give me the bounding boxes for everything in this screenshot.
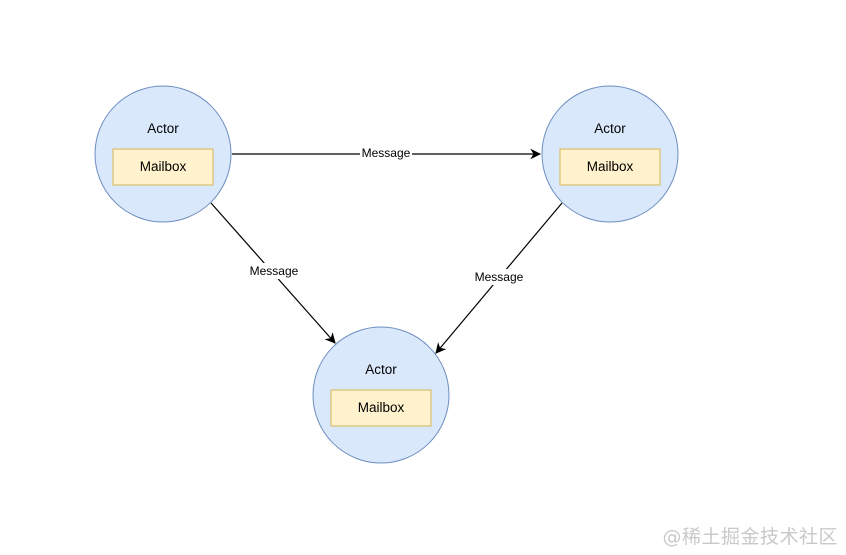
actor-node-bottom: Actor Mailbox xyxy=(312,326,450,464)
mailbox-box xyxy=(330,389,432,427)
watermark: @稀土掘金技术社区 xyxy=(662,526,838,548)
mailbox-label: Mailbox xyxy=(358,400,405,415)
mailbox-label: Mailbox xyxy=(587,159,634,174)
actor-title: Actor xyxy=(147,121,179,136)
actor-node-left: Actor Mailbox xyxy=(94,85,232,223)
mailbox-box xyxy=(559,148,661,186)
mailbox-box xyxy=(112,148,214,186)
edge-label: Message xyxy=(475,270,524,284)
actor-title: Actor xyxy=(365,362,397,377)
edge-label: Message xyxy=(250,264,299,278)
edge-right-to-bottom: Message xyxy=(435,202,563,354)
actor-node-right: Actor Mailbox xyxy=(541,85,679,223)
edge-left-to-bottom: Message xyxy=(210,202,336,344)
actor-title: Actor xyxy=(594,121,626,136)
mailbox-label: Mailbox xyxy=(140,159,187,174)
edge-left-to-right: Message xyxy=(232,145,542,160)
edge-label: Message xyxy=(362,146,411,160)
